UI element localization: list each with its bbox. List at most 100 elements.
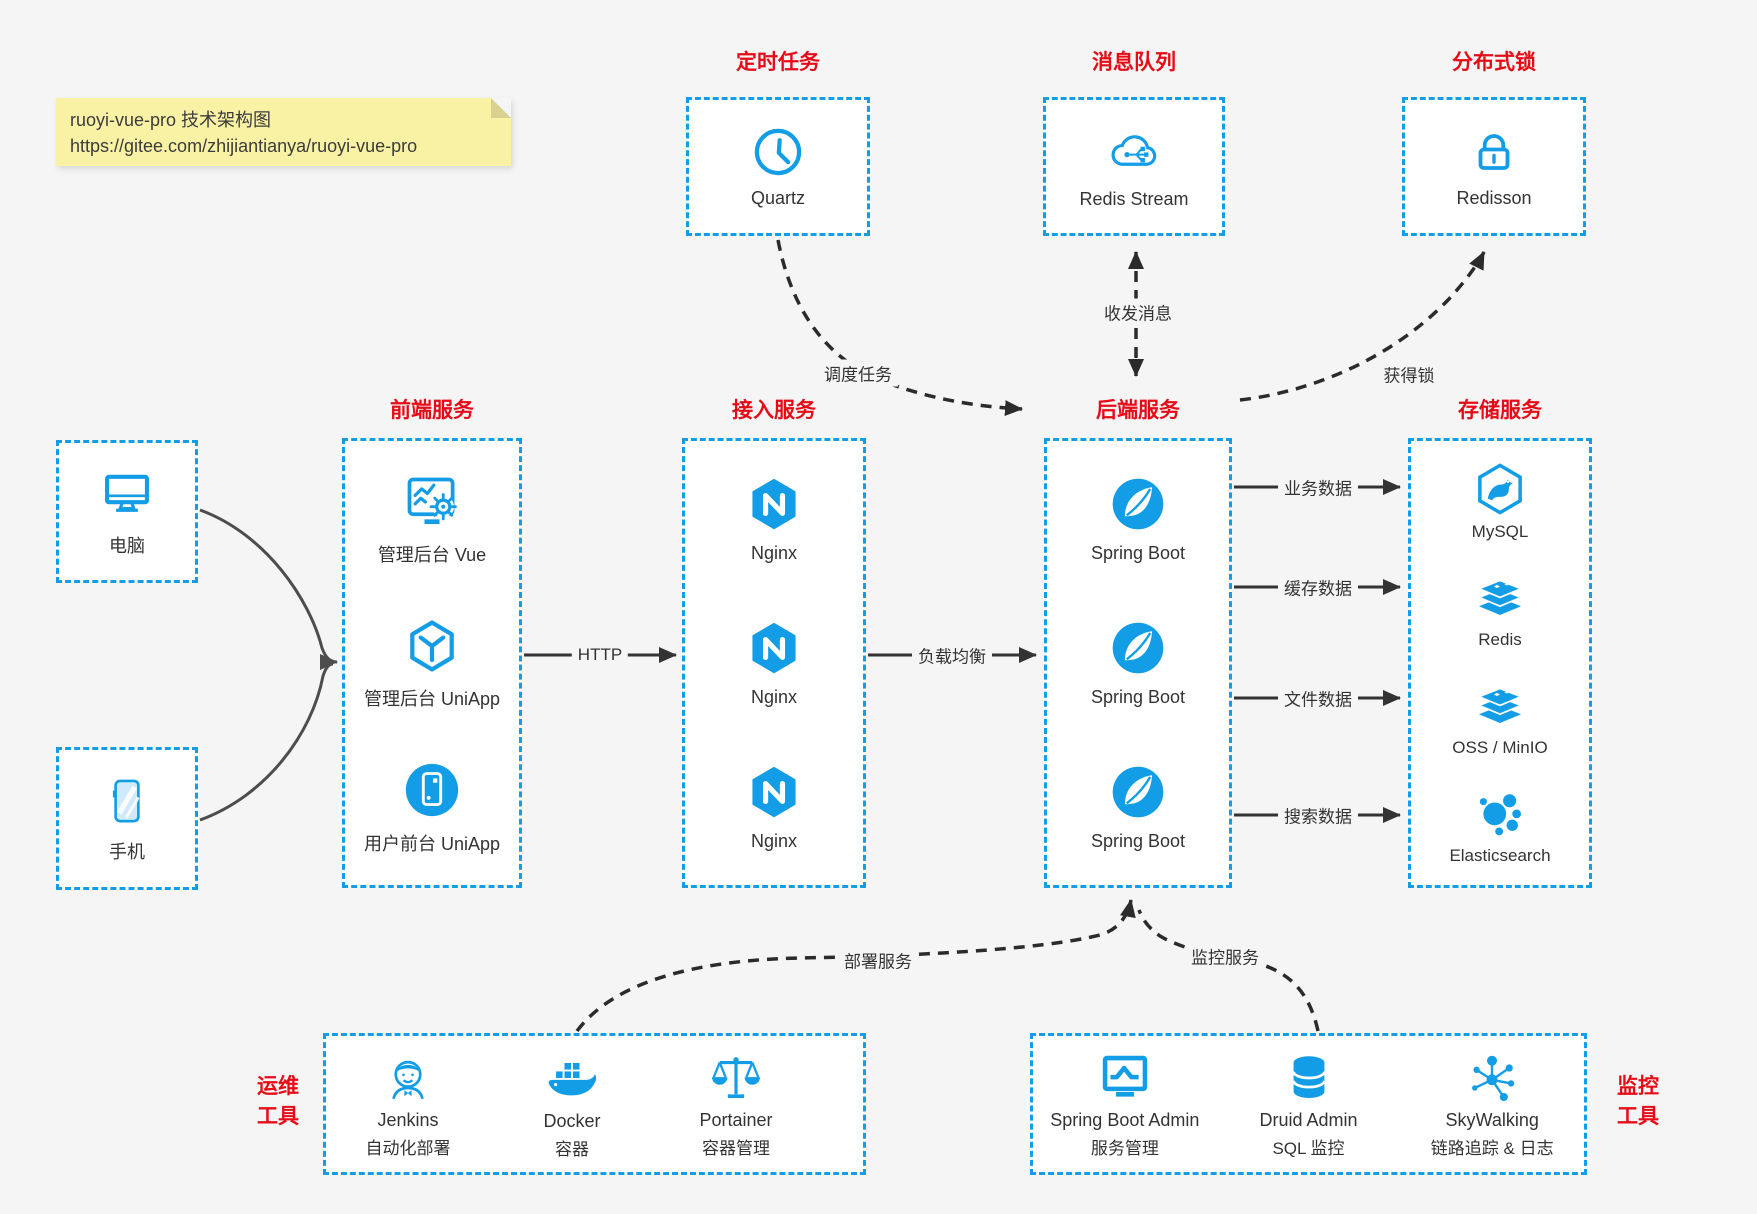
node-label: 用户前台 UniApp xyxy=(363,833,501,854)
edge-label-file-data: 文件数据 xyxy=(1278,684,1358,712)
node-name: Spring Boot Admin xyxy=(1050,1110,1200,1130)
node-desc: 服务管理 xyxy=(1090,1139,1159,1158)
node-name: Druid Admin xyxy=(1259,1110,1358,1130)
node-label: Spring Boot xyxy=(1090,687,1186,707)
note-url: https://gitee.com/zhijiantianya/ruoyi-vu… xyxy=(70,136,418,156)
node-redis: Redis xyxy=(1411,555,1589,663)
user-app-icon xyxy=(401,759,463,821)
edge-pc-frontend xyxy=(199,508,338,670)
node-spring-boot-1: Spring Boot xyxy=(1047,447,1229,591)
node-admin-vue: 管理后台 Vue xyxy=(345,447,519,591)
title-message-queue: 消息队列 xyxy=(1092,51,1176,74)
edge-label-http: HTTP xyxy=(571,644,629,666)
node-name: Docker xyxy=(543,1111,601,1131)
panel-mobile: 手机 xyxy=(56,747,198,890)
node-label: 管理后台 Vue xyxy=(377,544,487,565)
redis-stack-icon xyxy=(1472,569,1528,625)
edge-label-schedule: 调度任务 xyxy=(818,359,898,387)
lock-icon xyxy=(1467,125,1521,179)
clock-icon xyxy=(751,125,805,179)
title-storage: 存储服务 xyxy=(1458,399,1542,422)
title-monitor-line2: 工具 xyxy=(1617,1105,1659,1128)
nginx-icon xyxy=(744,762,804,822)
desktop-icon xyxy=(98,465,156,523)
node-desc: 容器 xyxy=(555,1140,589,1159)
spring-boot-icon xyxy=(1108,474,1168,534)
title-backend: 后端服务 xyxy=(1096,399,1180,422)
edge-label-business-data: 业务数据 xyxy=(1278,473,1358,501)
sticky-note: ruoyi-vue-pro 技术架构图 https://gitee.com/zh… xyxy=(56,98,511,166)
jenkins-icon xyxy=(379,1049,437,1107)
edge-label-cache-data: 缓存数据 xyxy=(1278,573,1358,601)
node-label: Redis Stream xyxy=(1079,188,1189,209)
node-redis-stream: Redis Stream xyxy=(1046,106,1222,227)
spring-boot-icon xyxy=(1108,762,1168,822)
panel-access: Nginx Nginx Nginx xyxy=(682,438,866,888)
node-name: SkyWalking xyxy=(1445,1110,1539,1130)
nginx-icon xyxy=(744,618,804,678)
node-spring-boot-2: Spring Boot xyxy=(1047,591,1229,735)
node-spring-boot-3: Spring Boot xyxy=(1047,735,1229,879)
node-admin-uniapp: 管理后台 UniApp xyxy=(345,591,519,735)
node-nginx-3: Nginx xyxy=(685,735,863,879)
panel-backend: Spring Boot Spring Boot Spring Boot xyxy=(1044,438,1232,888)
docker-icon xyxy=(542,1048,602,1108)
node-label: 管理后台 UniApp xyxy=(363,688,501,709)
node-label: Spring Boot xyxy=(1090,543,1186,563)
note-title: ruoyi-vue-pro 技术架构图 xyxy=(70,110,272,130)
sba-monitor-icon xyxy=(1096,1049,1154,1107)
node-elasticsearch: Elasticsearch xyxy=(1411,771,1589,879)
node-label: 手机 xyxy=(109,842,145,862)
edge-label-load-balance: 负载均衡 xyxy=(912,641,992,669)
nginx-icon xyxy=(744,474,804,534)
node-user-uniapp: 用户前台 UniApp xyxy=(345,735,519,879)
note-fold-corner xyxy=(491,98,511,118)
node-portainer: Portainer 容器管理 xyxy=(654,1036,818,1172)
title-scheduled-tasks: 定时任务 xyxy=(736,51,820,74)
panel-storage: MySQL Redis OSS / MinIO Elasticsearch xyxy=(1408,438,1592,888)
edge-label-deploy: 部署服务 xyxy=(838,946,918,974)
admin-vue-icon xyxy=(402,472,462,532)
node-mysql: MySQL xyxy=(1411,447,1589,555)
mysql-icon xyxy=(1472,461,1528,517)
panel-monitor-tools: Spring Boot Admin 服务管理 Druid Admin SQL 监… xyxy=(1030,1033,1587,1175)
node-desc: 自动化部署 xyxy=(365,1139,451,1158)
edge-label-lock: 获得锁 xyxy=(1383,366,1435,386)
node-desc: 链路追踪 & 日志 xyxy=(1430,1139,1554,1158)
edge-schedule xyxy=(776,239,1023,417)
node-redisson: Redisson xyxy=(1405,106,1583,227)
node-label: MySQL xyxy=(1471,521,1529,541)
node-quartz: Quartz xyxy=(689,106,867,227)
edge-monitor xyxy=(1137,909,1320,1032)
node-nginx-1: Nginx xyxy=(685,447,863,591)
node-nginx-2: Nginx xyxy=(685,591,863,735)
title-distributed-lock: 分布式锁 xyxy=(1452,51,1536,74)
elasticsearch-icon xyxy=(1472,785,1528,841)
node-label: Redis xyxy=(1478,629,1522,649)
node-desc: SQL 监控 xyxy=(1272,1139,1345,1158)
panel-pc: 电脑 xyxy=(56,440,198,583)
node-label: OSS / MinIO xyxy=(1452,737,1548,757)
node-name: Portainer xyxy=(699,1110,773,1130)
panel-frontend: 管理后台 Vue 管理后台 UniApp 用户前台 UniApp xyxy=(342,438,522,888)
node-jenkins: Jenkins 自动化部署 xyxy=(326,1036,490,1172)
edge-label-message: 收发消息 xyxy=(1098,298,1178,326)
panel-redis-stream: Redis Stream xyxy=(1043,97,1225,236)
node-label: Redisson xyxy=(1456,187,1532,208)
node-label: Nginx xyxy=(750,543,798,563)
panel-quartz: Quartz xyxy=(686,97,870,236)
edge-label-monitor: 监控服务 xyxy=(1185,942,1265,970)
node-mobile: 手机 xyxy=(59,756,195,881)
node-label: Nginx xyxy=(750,687,798,707)
node-label: Spring Boot xyxy=(1090,831,1186,851)
node-pc: 电脑 xyxy=(59,449,195,574)
druid-db-icon xyxy=(1280,1049,1338,1107)
title-monitor-tools: 监控 工具 xyxy=(1600,1072,1676,1132)
oss-stack-icon xyxy=(1472,677,1528,733)
uniapp-cube-icon xyxy=(402,616,462,676)
title-ops-line2: 工具 xyxy=(257,1105,299,1128)
panel-ops-tools: Jenkins 自动化部署 Docker 容器 Portainer 容器管理 xyxy=(323,1033,866,1175)
node-druid-admin: Druid Admin SQL 监控 xyxy=(1217,1036,1401,1172)
edge-label-search-data: 搜索数据 xyxy=(1278,801,1358,829)
